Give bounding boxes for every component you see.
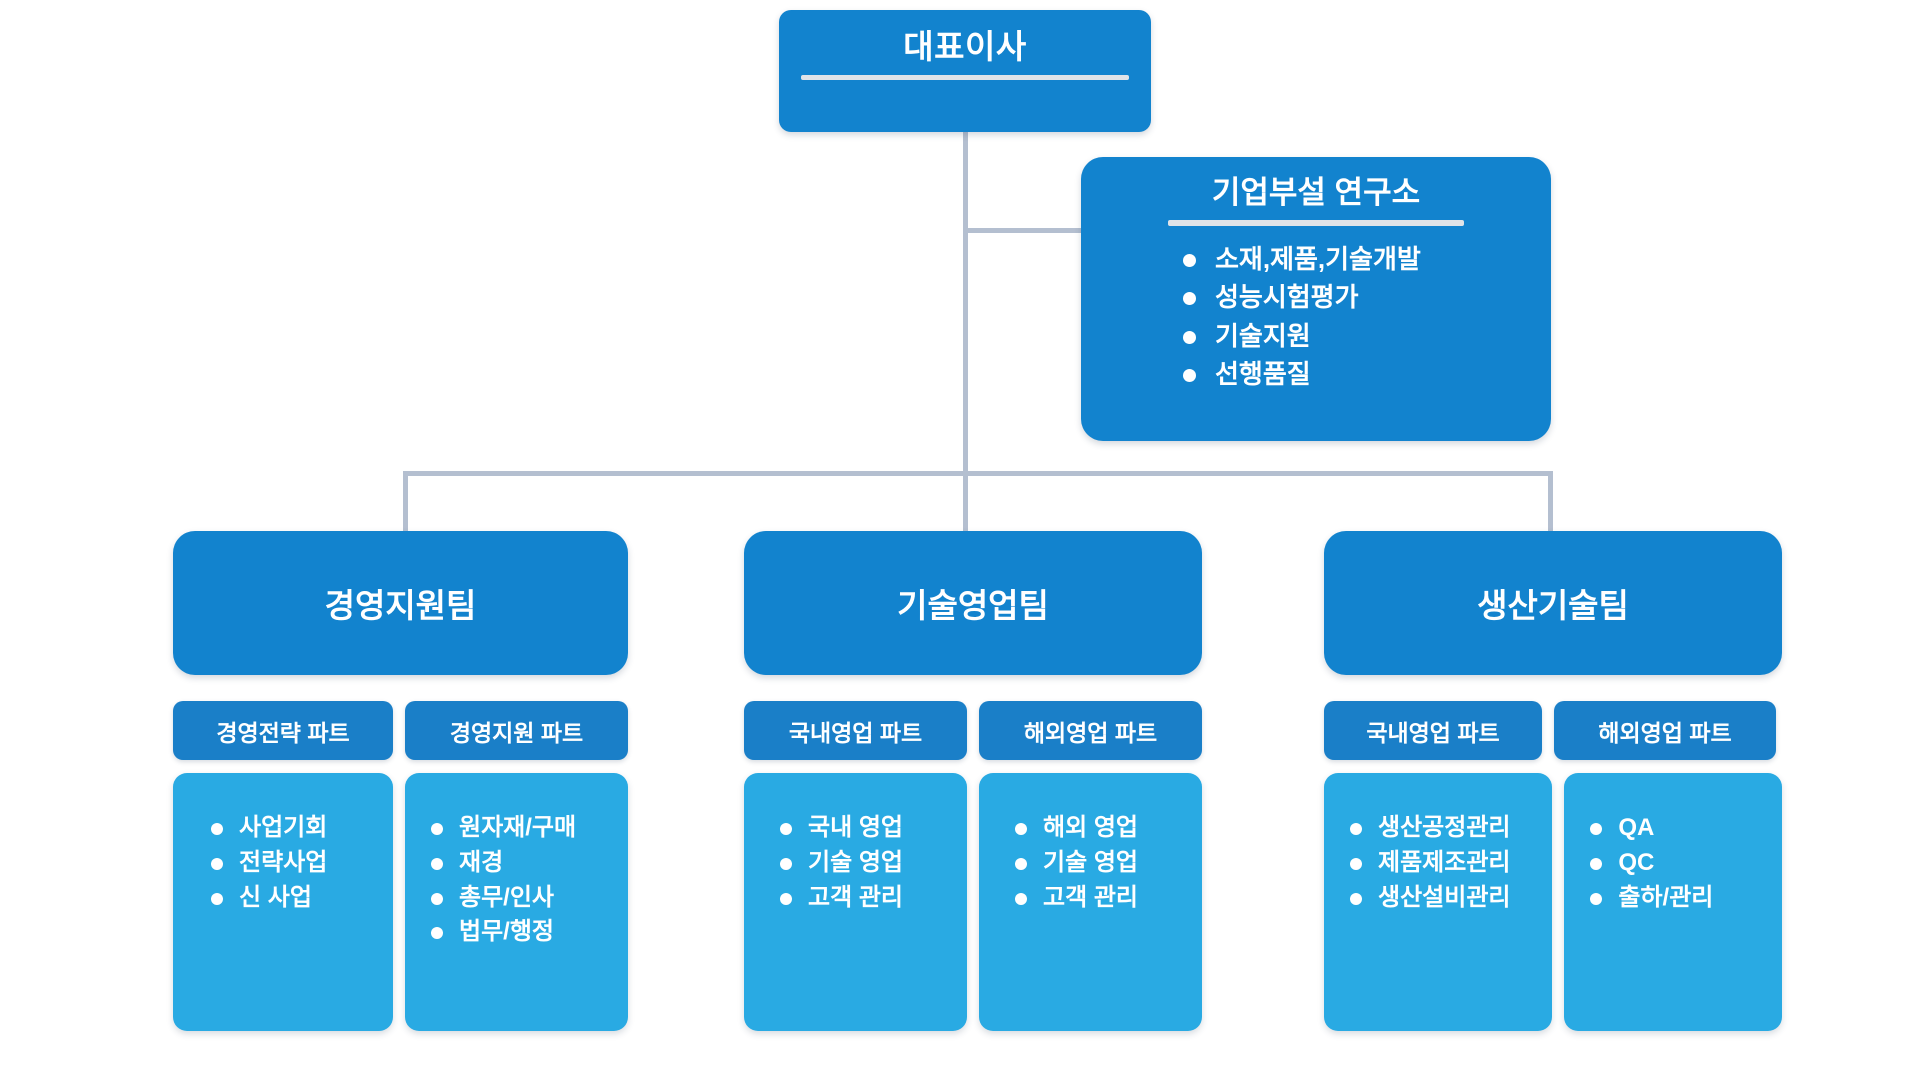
- detail-list: 원자재/구매 재경 총무/인사 법무/행정: [427, 811, 616, 950]
- list-item: 출하/관리: [1586, 881, 1770, 916]
- node-research-institute[interactable]: 기업부설 연구소 소재,제품,기술개발 성능시험평가 기술지원 선행품질: [1081, 157, 1551, 441]
- connector-drop-mgmt: [403, 471, 408, 533]
- list-item: 총무/인사: [427, 881, 616, 916]
- detail-list: QA QC 출하/관리: [1586, 811, 1770, 915]
- research-institute-divider: [1168, 219, 1464, 226]
- team-column-technical-sales: 기술영업팀 국내영업 파트 해외영업 파트 국내 영업 기술 영업 고객 관리 …: [744, 531, 1202, 1031]
- connector-drop-prod: [1548, 471, 1553, 533]
- part-header-row-production-tech: 국내영업 파트 해외영업 파트: [1324, 701, 1782, 760]
- list-item: 선행품질: [1181, 355, 1421, 393]
- team-column-management: 경영지원팀 경영전략 파트 경영지원 파트 사업기회 전략사업 신 사업 원자재…: [173, 531, 628, 1031]
- connector-root-to-lab: [963, 228, 1085, 233]
- ceo-label: 대표이사: [903, 28, 1027, 65]
- list-item: 전략사업: [207, 846, 381, 881]
- list-item: 신 사업: [207, 881, 381, 916]
- detail-card-management-strategy[interactable]: 사업기회 전략사업 신 사업: [173, 773, 393, 1031]
- list-item: 해외 영업: [1011, 811, 1190, 846]
- list-item: 제품제조관리: [1346, 846, 1540, 881]
- list-item: QA: [1586, 811, 1770, 846]
- detail-list: 사업기회 전략사업 신 사업: [207, 811, 381, 915]
- detail-list: 국내 영업 기술 영업 고객 관리: [776, 811, 955, 915]
- part-detail-row-management: 사업기회 전략사업 신 사업 원자재/구매 재경 총무/인사 법무/행정: [173, 773, 628, 1031]
- list-item: 기술 영업: [1011, 846, 1190, 881]
- part-chip-overseas-sales[interactable]: 해외영업 파트: [979, 701, 1202, 760]
- node-ceo[interactable]: 대표이사: [779, 10, 1151, 132]
- list-item: 생산설비관리: [1346, 881, 1540, 916]
- list-item: 소재,제품,기술개발: [1181, 240, 1421, 278]
- part-chip-production-overseas[interactable]: 해외영업 파트: [1554, 701, 1776, 760]
- research-institute-list: 소재,제품,기술개발 성능시험평가 기술지원 선행품질: [1103, 240, 1421, 394]
- part-chip-management-support[interactable]: 경영지원 파트: [405, 701, 628, 760]
- node-team-management[interactable]: 경영지원팀: [173, 531, 628, 675]
- list-item: 고객 관리: [1011, 881, 1190, 916]
- detail-card-production-overseas[interactable]: QA QC 출하/관리: [1564, 773, 1782, 1031]
- list-item: 국내 영업: [776, 811, 955, 846]
- list-item: 생산공정관리: [1346, 811, 1540, 846]
- part-header-row-technical-sales: 국내영업 파트 해외영업 파트: [744, 701, 1202, 760]
- research-institute-label: 기업부설 연구소: [1211, 175, 1421, 210]
- list-item: 사업기회: [207, 811, 381, 846]
- detail-list: 생산공정관리 제품제조관리 생산설비관리: [1346, 811, 1540, 915]
- part-chip-management-strategy[interactable]: 경영전략 파트: [173, 701, 393, 760]
- list-item: 원자재/구매: [427, 811, 616, 846]
- list-item: 법무/행정: [427, 915, 616, 950]
- list-item: QC: [1586, 846, 1770, 881]
- part-detail-row-production-tech: 생산공정관리 제품제조관리 생산설비관리 QA QC 출하/관리: [1324, 773, 1782, 1031]
- list-item: 재경: [427, 846, 616, 881]
- node-team-production-tech[interactable]: 생산기술팀: [1324, 531, 1782, 675]
- detail-card-production-domestic[interactable]: 생산공정관리 제품제조관리 생산설비관리: [1324, 773, 1553, 1031]
- list-item: 기술지원: [1181, 317, 1421, 355]
- part-detail-row-technical-sales: 국내 영업 기술 영업 고객 관리 해외 영업 기술 영업 고객 관리: [744, 773, 1202, 1031]
- part-header-row-management: 경영전략 파트 경영지원 파트: [173, 701, 628, 760]
- detail-card-overseas-sales[interactable]: 해외 영업 기술 영업 고객 관리: [979, 773, 1202, 1031]
- part-chip-domestic-sales[interactable]: 국내영업 파트: [744, 701, 967, 760]
- list-item: 고객 관리: [776, 881, 955, 916]
- ceo-divider: [801, 75, 1129, 81]
- list-item: 기술 영업: [776, 846, 955, 881]
- connector-root-trunk: [963, 128, 968, 476]
- detail-list: 해외 영업 기술 영업 고객 관리: [1011, 811, 1190, 915]
- list-item: 성능시험평가: [1181, 278, 1421, 316]
- part-chip-production-domestic[interactable]: 국내영업 파트: [1324, 701, 1542, 760]
- connector-teams-bus: [403, 471, 1553, 476]
- detail-card-domestic-sales[interactable]: 국내 영업 기술 영업 고객 관리: [744, 773, 967, 1031]
- connector-drop-sales: [963, 471, 968, 533]
- team-column-production-tech: 생산기술팀 국내영업 파트 해외영업 파트 생산공정관리 제품제조관리 생산설비…: [1324, 531, 1782, 1031]
- detail-card-management-support[interactable]: 원자재/구매 재경 총무/인사 법무/행정: [405, 773, 628, 1031]
- node-team-technical-sales[interactable]: 기술영업팀: [744, 531, 1202, 675]
